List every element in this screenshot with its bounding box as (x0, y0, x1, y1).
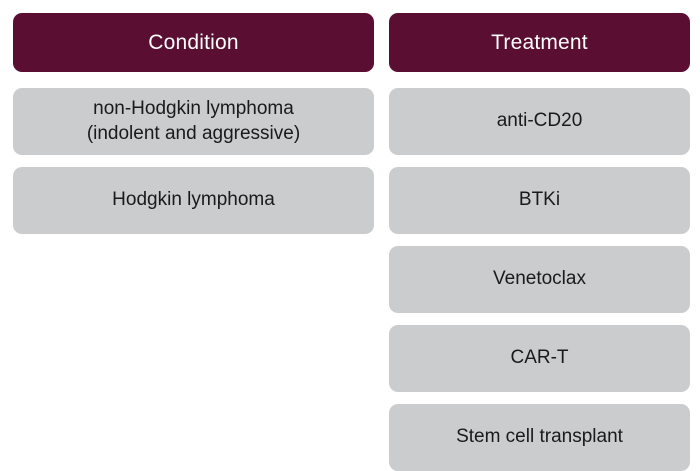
list-item: anti-CD20 (389, 88, 690, 155)
column-header-treatment: Treatment (389, 13, 690, 72)
item-text-line: Hodgkin lymphoma (112, 189, 275, 211)
list-item: Stem cell transplant (389, 404, 690, 471)
column-treatment: Treatment anti-CD20 BTKi Venetoclax CAR-… (389, 13, 690, 471)
item-text-line: Venetoclax (493, 268, 586, 290)
item-text: anti-CD20 (497, 109, 583, 133)
column-header-condition: Condition (13, 13, 374, 72)
item-text-line: Stem cell transplant (456, 426, 623, 448)
column-condition: Condition non-Hodgkin lymphoma (indolent… (13, 13, 374, 234)
item-text: BTKi (519, 188, 560, 212)
item-text-line: (indolent and aggressive) (86, 122, 301, 144)
item-text-line: non-Hodgkin lymphoma (93, 98, 294, 120)
item-text-line: CAR-T (510, 347, 569, 369)
item-text: non-Hodgkin lymphoma (indolent and aggre… (87, 97, 300, 146)
list-item: non-Hodgkin lymphoma (indolent and aggre… (13, 88, 374, 155)
item-text-line: BTKi (518, 189, 561, 211)
item-text: Venetoclax (493, 267, 586, 291)
list-item: Venetoclax (389, 246, 690, 313)
item-text: Hodgkin lymphoma (112, 188, 275, 212)
item-text-line: anti-CD20 (496, 110, 583, 132)
list-item: CAR-T (389, 325, 690, 392)
item-text: CAR-T (510, 346, 568, 370)
item-text: Stem cell transplant (456, 425, 623, 449)
list-item: Hodgkin lymphoma (13, 167, 374, 234)
list-item: BTKi (389, 167, 690, 234)
